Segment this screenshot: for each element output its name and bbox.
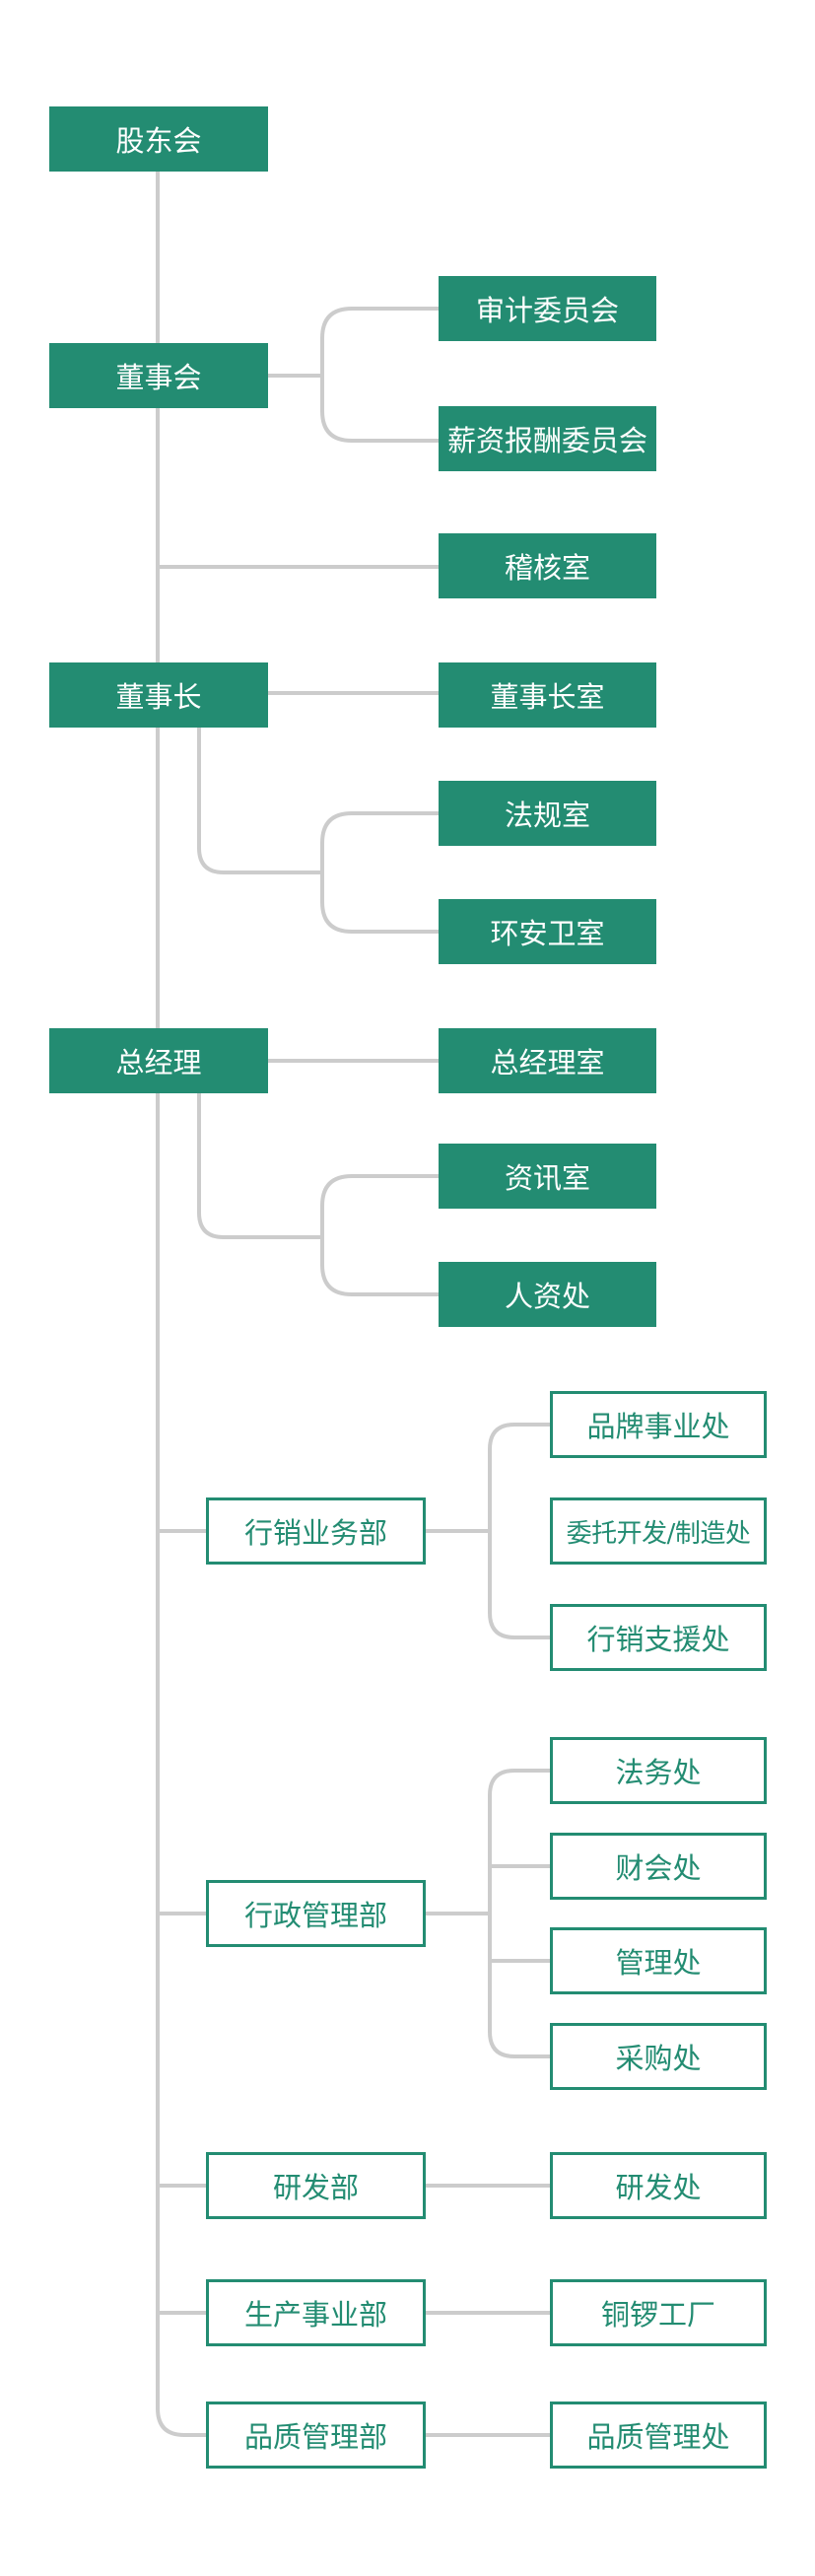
chairman-branch-bracket: [320, 811, 441, 934]
node-board: 董事会: [49, 343, 268, 408]
admin-bracket: [488, 1769, 553, 2058]
node-quality-office: 品质管理处: [550, 2402, 767, 2469]
node-chairman-office: 董事长室: [439, 662, 656, 728]
node-brand-office: 品牌事业处: [550, 1391, 767, 1458]
node-audit-committee: 审计委员会: [439, 276, 656, 341]
node-copper-factory: 铜锣工厂: [550, 2279, 767, 2346]
node-chairman: 董事长: [49, 662, 268, 728]
node-management-office: 管理处: [550, 1927, 767, 1994]
node-marketing-support-office: 行销支援处: [550, 1604, 767, 1671]
node-gm-office: 总经理室: [439, 1028, 656, 1093]
node-compensation-committee: 薪资报酬委员会: [439, 406, 656, 471]
node-production-dept: 生产事业部: [206, 2279, 426, 2346]
main-spine-line: [156, 168, 210, 2437]
marketing-bracket: [488, 1423, 553, 1639]
node-hr-office: 人资处: [439, 1262, 656, 1327]
node-purchasing-office: 采购处: [550, 2023, 767, 2090]
node-general-manager: 总经理: [49, 1028, 268, 1093]
node-oem-office: 委托开发/制造处: [550, 1497, 767, 1565]
node-rd-dept: 研发部: [206, 2152, 426, 2219]
gm-branch-connector: [197, 1091, 324, 1239]
node-finance-office: 财会处: [550, 1833, 767, 1900]
node-legal-office: 法规室: [439, 781, 656, 846]
node-it-office: 资讯室: [439, 1144, 656, 1209]
node-quality-dept: 品质管理部: [206, 2402, 426, 2469]
node-rd-office: 研发处: [550, 2152, 767, 2219]
node-admin-dept: 行政管理部: [206, 1880, 426, 1947]
committee-bracket: [320, 307, 441, 443]
node-audit-office: 稽核室: [439, 533, 656, 598]
node-shareholders: 股东会: [49, 106, 268, 172]
node-legal-affairs-office: 法务处: [550, 1737, 767, 1804]
node-marketing-dept: 行销业务部: [206, 1497, 426, 1565]
gm-branch-bracket: [320, 1174, 441, 1296]
node-ehs-office: 环安卫室: [439, 899, 656, 964]
chairman-branch-connector: [197, 724, 324, 874]
